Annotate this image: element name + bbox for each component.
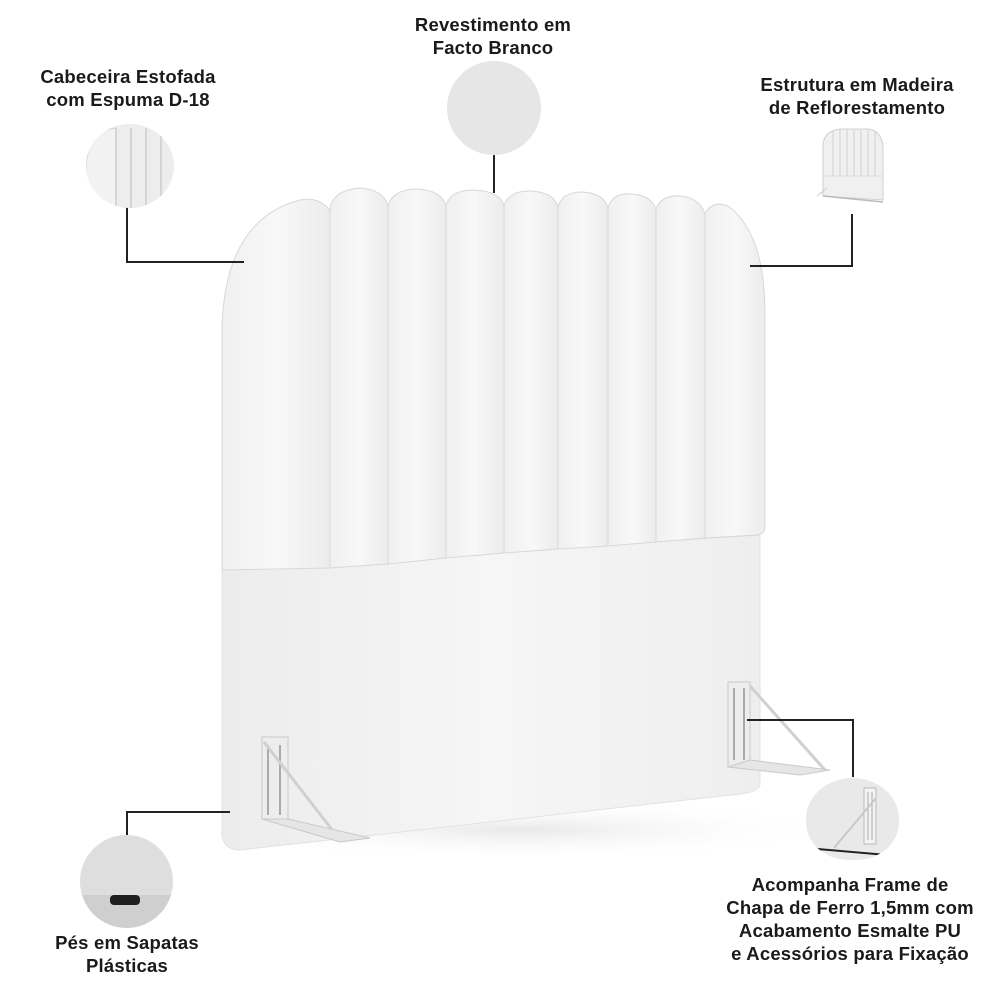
callout-line-upholstered xyxy=(126,206,128,262)
callout-line-frame xyxy=(852,719,854,777)
structure-detail-thumbnail xyxy=(815,128,885,204)
fabric-swatch-inset xyxy=(447,61,541,155)
left-mounting-bracket xyxy=(261,736,371,843)
callout-line-feet xyxy=(126,811,230,813)
callout-line-structure xyxy=(851,214,853,266)
callout-line-structure xyxy=(750,265,853,267)
feet-detail-inset xyxy=(80,835,173,928)
callout-line-upholstered xyxy=(126,261,244,263)
feature-label-covering: Revestimento em Facto Branco xyxy=(414,14,572,58)
right-mounting-bracket xyxy=(727,681,831,776)
feature-label-frame: Acompanha Frame de Chapa de Ferro 1,5mm … xyxy=(726,874,974,964)
callout-line-covering xyxy=(493,155,495,193)
feature-label-upholstered: Cabeceira Estofada com Espuma D-18 xyxy=(40,66,216,110)
frame-detail-inset xyxy=(806,778,899,860)
headboard-panels xyxy=(221,187,766,571)
feature-label-structure: Estrutura em Madeira de Reflorestamento xyxy=(760,74,954,118)
feature-label-feet: Pés em Sapatas Plásticas xyxy=(55,932,199,976)
callout-line-frame xyxy=(747,719,854,721)
callout-line-feet xyxy=(126,812,128,836)
headboard-base xyxy=(221,534,761,851)
upholstered-detail-inset xyxy=(86,124,174,208)
